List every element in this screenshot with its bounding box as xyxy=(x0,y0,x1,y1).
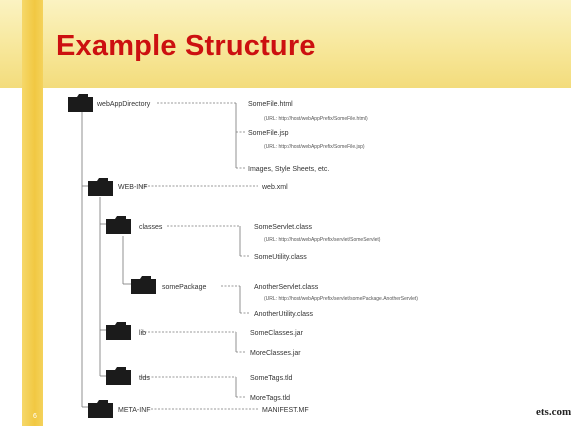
lib-folder-label: lib xyxy=(139,330,146,337)
file-label: MANIFEST.MF xyxy=(262,407,309,414)
folder-icon xyxy=(88,178,113,196)
folder-icon xyxy=(131,276,156,294)
root-folder-label: webAppDirectory xyxy=(96,101,151,108)
file-label: web.xml xyxy=(261,184,288,191)
url-note: (URL: http://host/webAppPrefix/SomeFile.… xyxy=(264,144,365,150)
webinf-folder-label: WEB-INF xyxy=(118,184,148,191)
title-band xyxy=(0,0,571,88)
tlds-folder-label: tlds xyxy=(139,375,150,382)
url-note: (URL: http://host/webAppPrefix/SomeFile.… xyxy=(264,116,368,122)
folder-icon xyxy=(106,216,131,234)
folder-icon xyxy=(88,400,113,418)
file-label: Images, Style Sheets, etc. xyxy=(248,166,329,173)
file-label: SomeTags.tld xyxy=(250,375,293,382)
file-label: SomeUtility.class xyxy=(254,254,307,261)
url-note: (URL: http://host/webAppPrefix/servlet/s… xyxy=(264,296,418,302)
slide-title: Example Structure xyxy=(56,30,316,62)
footer-text: ets.com xyxy=(536,406,571,418)
metainf-folder-label: META-INF xyxy=(118,407,151,414)
accent-bar xyxy=(22,0,43,426)
folder-icon xyxy=(106,367,131,385)
folder-icon xyxy=(68,94,93,112)
folder-icon xyxy=(106,322,131,340)
file-label: SomeFile.jsp xyxy=(248,130,289,137)
file-label: AnotherServlet.class xyxy=(254,284,319,291)
file-label: SomeClasses.jar xyxy=(250,330,304,337)
file-label: SomeServlet.class xyxy=(254,224,312,231)
slide-number: 6 xyxy=(33,413,37,420)
classes-folder-label: classes xyxy=(139,224,163,231)
somepackage-folder-label: somePackage xyxy=(162,284,206,291)
file-label: MoreClasses.jar xyxy=(250,350,301,357)
file-label: SomeFile.html xyxy=(248,101,293,108)
tree-connectors xyxy=(81,102,258,410)
url-note: (URL: http://host/webAppPrefix/servlet/S… xyxy=(264,237,381,243)
file-label: AnotherUtility.class xyxy=(254,311,314,318)
file-label: MoreTags.tld xyxy=(250,395,290,402)
